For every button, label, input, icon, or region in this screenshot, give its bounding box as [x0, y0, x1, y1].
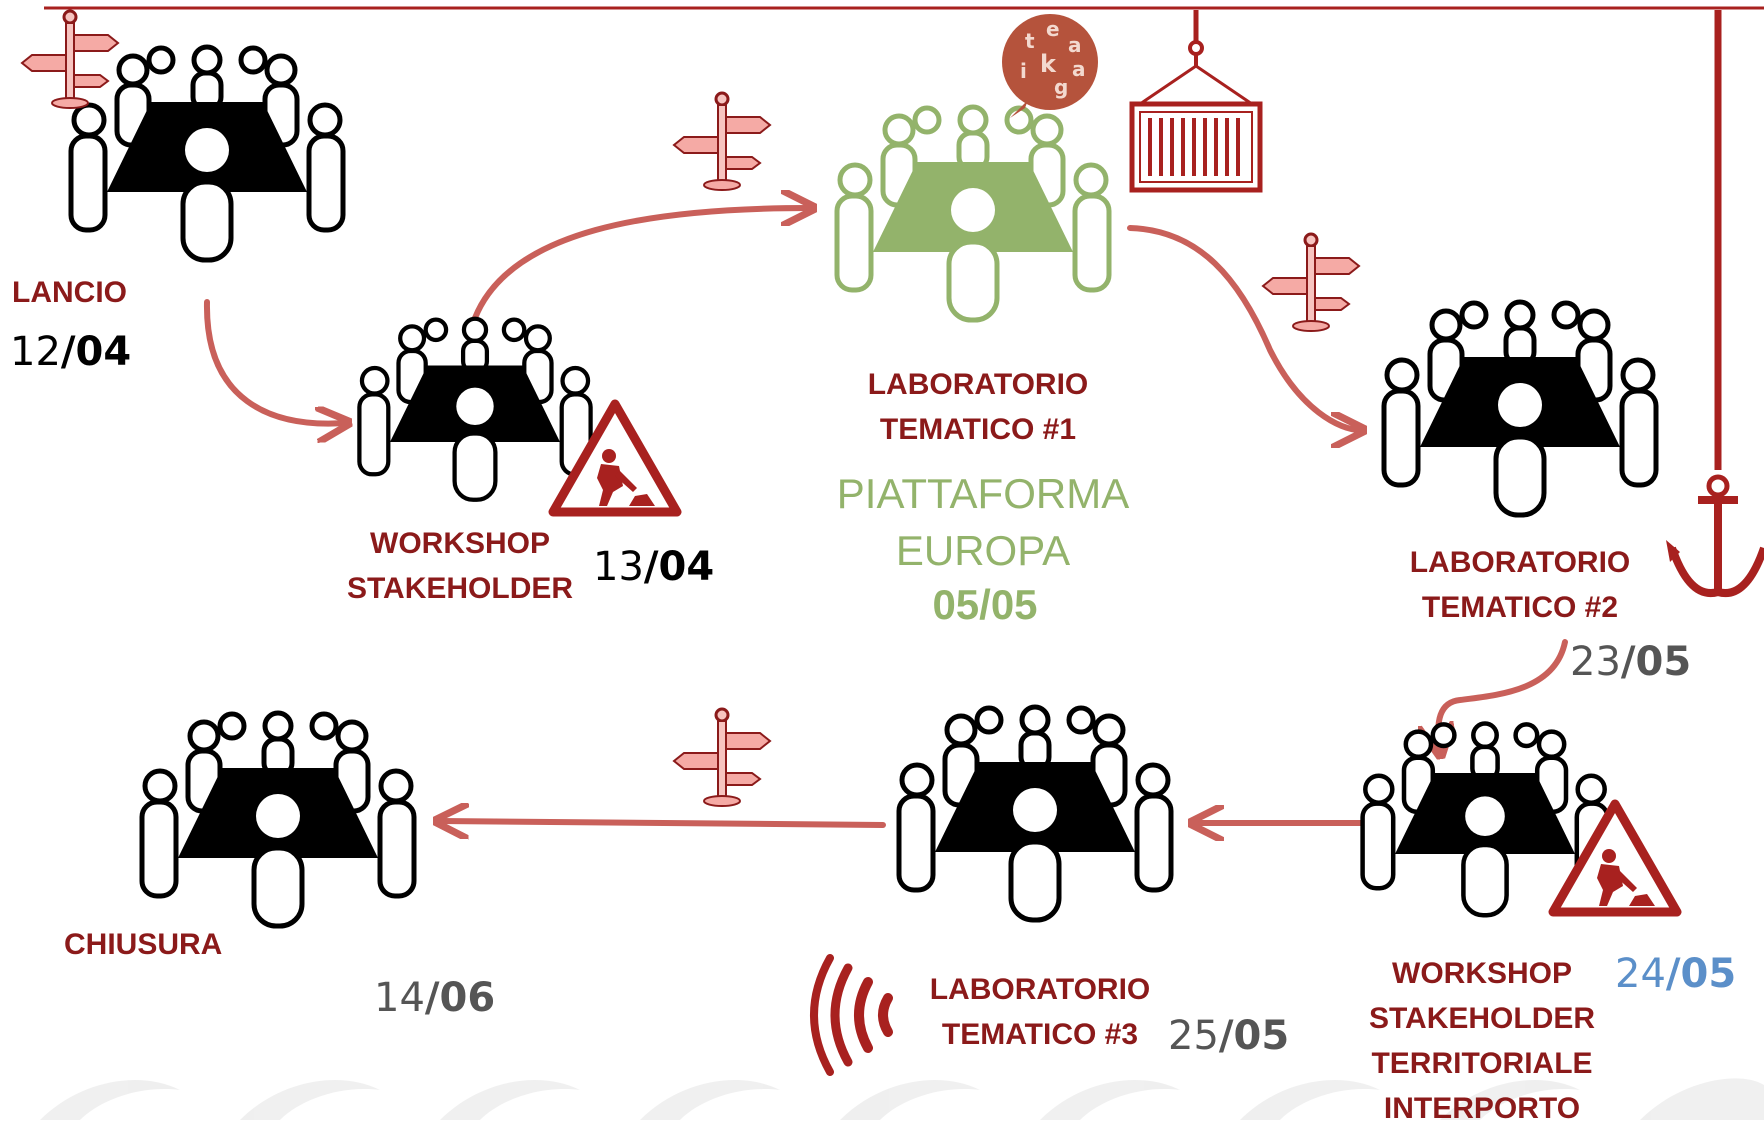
arrow-lab2-to-territoriale [1438, 639, 1568, 752]
meeting-icon-laboratorio-1 [837, 107, 1109, 320]
signpost-icon-2 [672, 91, 772, 192]
crane-container-icon [1129, 10, 1263, 193]
logo-speech-bubble-icon: t e a i k g a [1002, 14, 1098, 118]
signpost-icon-1 [20, 9, 120, 110]
arrow-lancio-to-workshop [203, 299, 345, 424]
background-swooshes [40, 1078, 1764, 1120]
logo-letter: a [1068, 33, 1082, 57]
logo-letter: i [1020, 59, 1027, 83]
meeting-icon-workshop [359, 319, 590, 500]
logo-letter: t [1025, 29, 1035, 53]
date-chiusura: 14/06 [374, 975, 496, 1021]
date-lancio: 12/04 [10, 329, 132, 375]
logo-letter: g [1054, 75, 1068, 99]
logo-letter: k [1040, 50, 1057, 78]
label-lancio: LANCIO [12, 276, 127, 309]
arrow-workshop-to-lab1 [472, 208, 810, 321]
meeting-icon-laboratorio-3 [899, 707, 1171, 920]
signpost-icon-4 [672, 707, 772, 808]
roadworks-icon-2 [1553, 804, 1677, 912]
date-laboratorio-1: 05/05 [932, 581, 1038, 628]
logo-letter: a [1072, 57, 1086, 81]
meeting-icon-lancio [71, 47, 343, 260]
date-workshop-stakeholder: 13/04 [593, 544, 715, 590]
anchor-icon [1666, 10, 1764, 598]
radio-waves-icon [810, 954, 893, 1076]
date-laboratorio-2: 23/05 [1570, 639, 1692, 685]
arrow-lab1-to-lab2 [1127, 225, 1360, 430]
date-laboratorio-3: 25/05 [1168, 1013, 1290, 1059]
meeting-icon-laboratorio-2 [1384, 302, 1656, 515]
meeting-icon-chiusura [142, 713, 414, 926]
signpost-icon-3 [1261, 232, 1361, 333]
date-workshop-territoriale: 24/05 [1615, 951, 1737, 997]
arrow-lab3-to-chiusura [440, 821, 886, 825]
label-chiusura: CHIUSURA [64, 928, 223, 961]
logo-letter: e [1046, 17, 1060, 41]
